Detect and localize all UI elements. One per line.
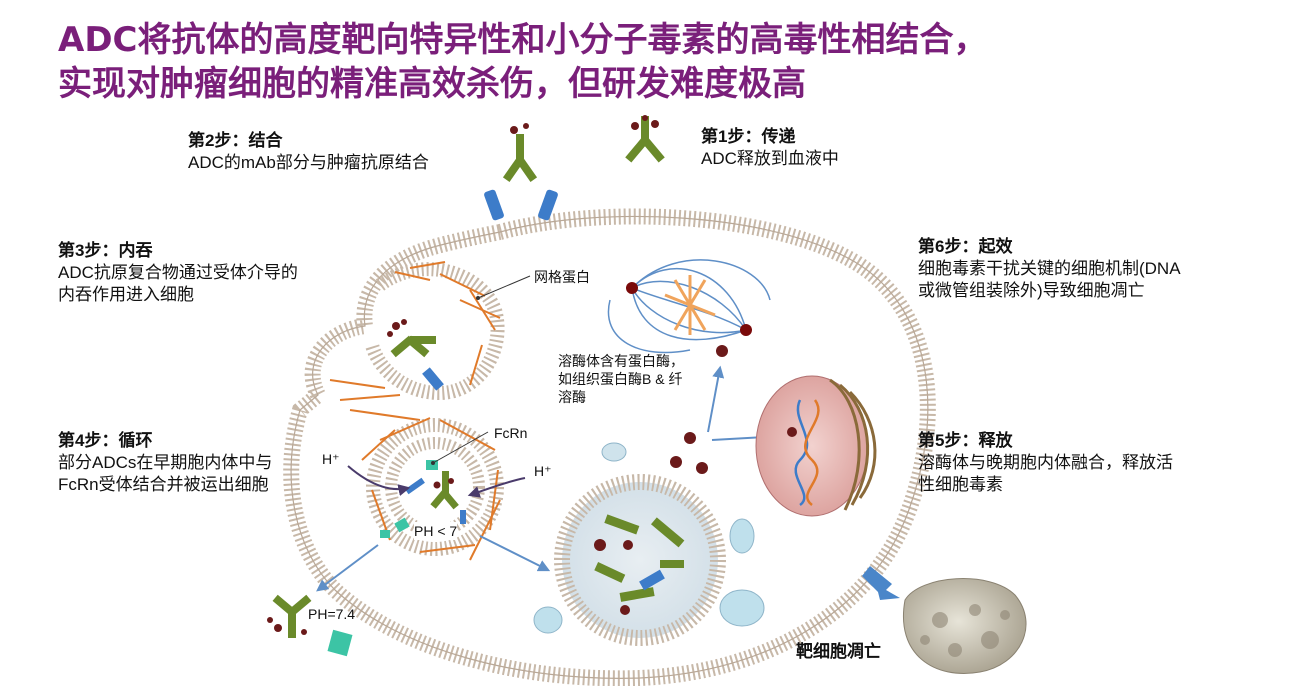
lysosome bbox=[554, 474, 726, 646]
fcrn-receptor bbox=[394, 517, 410, 533]
fcrn-receptor bbox=[426, 460, 438, 470]
adc-bound-antigen bbox=[502, 123, 538, 182]
step-5-desc: 溶酶体与晚期胞内体融合，释放活性细胞毒素 bbox=[918, 453, 1173, 494]
reticulin-label: 网格蛋白 bbox=[534, 269, 590, 285]
reticulin-pointer bbox=[477, 275, 531, 299]
tumor-antigen bbox=[538, 189, 558, 221]
step-6-desc: 细胞毒素干扰关键的细胞机制(DNA或微管组装除外)导致细胞凋亡 bbox=[918, 259, 1181, 300]
step-1-title: 第1步：传递 bbox=[701, 127, 796, 146]
step-3-title: 第3步：内吞 bbox=[58, 241, 153, 260]
step-6-title: 第6步：起效 bbox=[918, 237, 1013, 256]
adc-in-vesicle bbox=[387, 319, 436, 358]
adc-in-endosome bbox=[430, 471, 459, 510]
proton-arrow-left bbox=[347, 465, 411, 496]
fcrn-pointer bbox=[432, 431, 489, 464]
recycled-adc bbox=[267, 594, 312, 638]
reticulin-pointer-dot bbox=[476, 296, 480, 300]
ph-low-label: PH < 7 bbox=[414, 522, 458, 540]
step-5-title: 第5步：释放 bbox=[918, 431, 1013, 450]
dead-target-cell bbox=[903, 578, 1027, 674]
step-2-title: 第2步：结合 bbox=[188, 131, 283, 150]
apoptosis-arrow bbox=[862, 566, 900, 600]
recycled-fcrn bbox=[327, 629, 353, 657]
page-title: ADC将抗体的高度靶向特异性和小分子毒素的高毒性相结合， 实现对肿瘤细胞的精准高… bbox=[58, 18, 1278, 106]
step-2-desc: ADC的mAb部分与肿瘤抗原结合 bbox=[188, 153, 429, 172]
ph-neutral-label: PH=7.4 bbox=[308, 606, 356, 622]
proton-label-right: H⁺ bbox=[534, 463, 552, 479]
protease-vesicles bbox=[533, 442, 765, 634]
fcrn-label: FcRn bbox=[494, 425, 528, 441]
cell-membrane bbox=[283, 208, 936, 686]
proton-arrow-right bbox=[467, 477, 526, 498]
endocytic-vesicle bbox=[329, 261, 505, 421]
receptor-in-vesicle bbox=[422, 367, 444, 391]
step-3-desc: ADC抗原复合物通过受体介导的内吞作用进入细胞 bbox=[58, 263, 298, 304]
title-line-1: ADC将抗体的高度靶向特异性和小分子毒素的高毒性相结合， bbox=[58, 20, 988, 60]
payload-to-microtubule-arrow bbox=[707, 365, 725, 433]
step-3: 第3步：内吞 ADC抗原复合物通过受体介导的内吞作用进入细胞 bbox=[58, 240, 306, 306]
mitotic-spindle bbox=[607, 259, 771, 354]
step-1: 第1步：传递 ADC释放到血液中 bbox=[701, 126, 921, 170]
endosome-to-lysosome-arrow bbox=[479, 535, 551, 572]
step-5: 第5步：释放 溶酶体与晚期胞内体融合，释放活性细胞毒素 bbox=[918, 430, 1188, 496]
released-payloads bbox=[670, 345, 728, 474]
tumor-antigen bbox=[484, 189, 504, 221]
receptor-in-endosome bbox=[460, 510, 466, 524]
recycle-arrow bbox=[316, 544, 379, 592]
proton-label-left: H⁺ bbox=[322, 451, 340, 467]
step-4-title: 第4步：循环 bbox=[58, 431, 153, 450]
adc-in-blood bbox=[625, 115, 665, 163]
step-1-desc: ADC释放到血液中 bbox=[701, 149, 839, 168]
nucleus bbox=[755, 375, 877, 517]
step-4: 第4步：循环 部分ADCs在早期胞内体中与FcRn受体结合并被运出细胞 bbox=[58, 430, 294, 496]
title-line-2: 实现对肿瘤细胞的精准高效杀伤，但研发难度极高 bbox=[58, 64, 806, 104]
step-6: 第6步：起效 细胞毒素干扰关键的细胞机制(DNA或微管组装除外)导致细胞凋亡 bbox=[918, 236, 1188, 302]
fcrn-receptor bbox=[380, 530, 390, 538]
apoptosis-label: 靶细胞凋亡 bbox=[796, 642, 881, 661]
step-4-desc: 部分ADCs在早期胞内体中与FcRn受体结合并被运出细胞 bbox=[58, 453, 273, 494]
step-2: 第2步：结合 ADC的mAb部分与肿瘤抗原结合 bbox=[188, 130, 488, 174]
lysosome-note: 溶酶体含有蛋白酶，如组织蛋白酶B & 纤溶酶 bbox=[558, 353, 684, 405]
fcrn-pointer-dot bbox=[431, 461, 435, 465]
